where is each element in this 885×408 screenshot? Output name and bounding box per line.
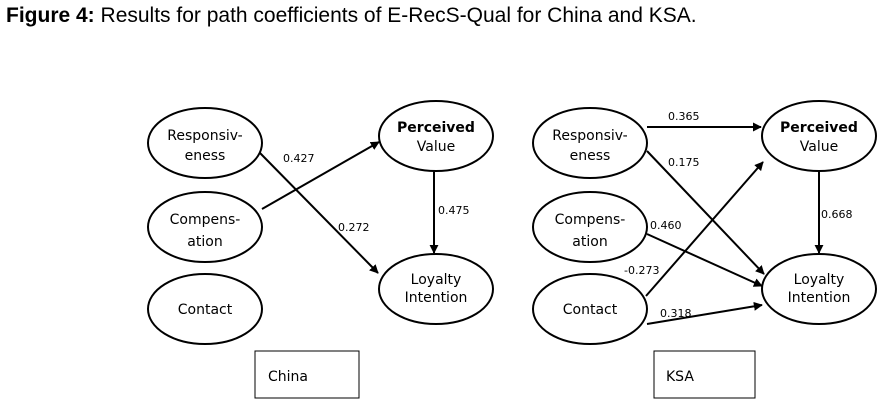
ksa-arrow-responsiveness-to-loyalty bbox=[646, 150, 765, 275]
china-responsiveness-label-2: eness bbox=[185, 148, 226, 164]
ksa-responsiveness-label-1: Responsiv- bbox=[552, 128, 627, 144]
ksa-country-box bbox=[653, 350, 756, 399]
ksa-panel: Responsiv- eness Compens- ation Contact … bbox=[532, 100, 877, 399]
ksa-loyalty-intention-label-2: Intention bbox=[788, 290, 851, 306]
ksa-responsiveness-node bbox=[532, 107, 648, 179]
ksa-coef-perceived-loyalty: 0.668 bbox=[821, 208, 853, 221]
china-arrow-compensation-to-perceived bbox=[261, 141, 380, 210]
figure-caption: Figure 4: Results for path coefficients … bbox=[6, 4, 697, 28]
china-country-label: China bbox=[268, 369, 308, 385]
china-country-box bbox=[254, 350, 360, 399]
ksa-contact-label: Contact bbox=[563, 302, 618, 318]
china-compensation-label-2: ation bbox=[187, 234, 222, 250]
china-perceived-value-label-2: Value bbox=[417, 139, 455, 155]
ksa-perceived-value-label-2: Value bbox=[800, 139, 838, 155]
ksa-compensation-node bbox=[532, 191, 648, 263]
china-loyalty-intention-label-1: Loyalty bbox=[411, 272, 462, 288]
ksa-arrow-contact-to-perceived bbox=[645, 161, 764, 297]
china-coef-compensation-label: 0.272 bbox=[338, 221, 370, 234]
ksa-country-label: KSA bbox=[666, 369, 694, 385]
china-responsiveness-node bbox=[147, 107, 263, 179]
china-contact-node bbox=[147, 273, 263, 345]
ksa-coef-contact-loyalty: 0.318 bbox=[660, 307, 692, 320]
ksa-compensation-label-1: Compens- bbox=[555, 212, 626, 228]
ksa-contact-node bbox=[532, 273, 648, 345]
china-coef-responsiveness-loyalty: 0.427 bbox=[283, 152, 315, 165]
ksa-responsiveness-label-2: eness bbox=[570, 148, 611, 164]
china-coef-perceived-loyalty: 0.475 bbox=[438, 204, 470, 217]
china-panel: Responsiv- eness Compens- ation Contact … bbox=[147, 100, 494, 399]
china-contact-label: Contact bbox=[178, 302, 233, 318]
china-perceived-value-label-1: Perceived bbox=[397, 120, 475, 136]
ksa-loyalty-intention-node bbox=[761, 253, 877, 325]
china-loyalty-intention-label-2: Intention bbox=[405, 290, 468, 306]
ksa-perceived-value-label-1: Perceived bbox=[780, 120, 858, 136]
ksa-compensation-label-2: ation bbox=[572, 234, 607, 250]
ksa-arrow-compensation-to-loyalty bbox=[646, 233, 763, 287]
ksa-perceived-value-node bbox=[761, 100, 877, 172]
china-perceived-value-node bbox=[378, 100, 494, 172]
ksa-coef-contact-perceived: -0.273 bbox=[624, 264, 659, 277]
ksa-coef-compensation-loyalty: 0.460 bbox=[650, 219, 682, 232]
china-compensation-node bbox=[147, 191, 263, 263]
ksa-loyalty-intention-label-1: Loyalty bbox=[794, 272, 845, 288]
caption-text: Results for path coefficients of E-RecS-… bbox=[94, 4, 697, 27]
caption-prefix: Figure 4: bbox=[6, 4, 95, 27]
china-compensation-label-1: Compens- bbox=[170, 212, 241, 228]
china-arrow-responsiveness-to-loyalty bbox=[259, 152, 379, 274]
china-loyalty-intention-node bbox=[378, 253, 494, 325]
ksa-arrow-contact-to-loyalty bbox=[646, 301, 763, 325]
ksa-coef-responsiveness-perceived: 0.365 bbox=[668, 110, 700, 123]
ksa-coef-responsiveness-loyalty: 0.175 bbox=[668, 156, 700, 169]
china-responsiveness-label-1: Responsiv- bbox=[167, 128, 242, 144]
